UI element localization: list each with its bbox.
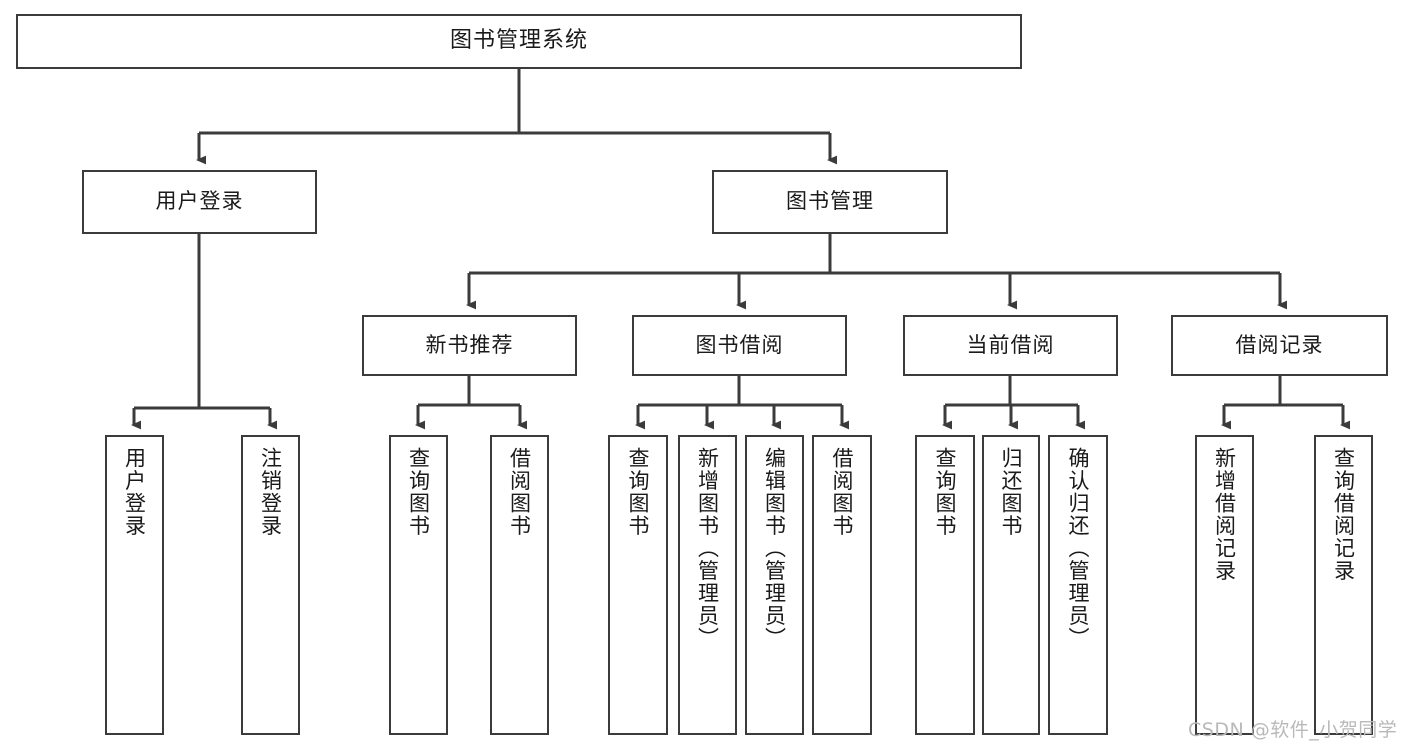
node-label: 图书管理系统: [449, 28, 588, 54]
leaf-book-borrow-add[interactable]: 新增图书（管理员）: [678, 435, 737, 735]
node-label: 借阅记录: [1235, 332, 1324, 357]
node-user-login[interactable]: 用户登录: [82, 170, 317, 234]
node-label: 图书借阅: [695, 332, 784, 357]
node-label: 当前借阅: [966, 332, 1055, 357]
leaf-label: 用户登录: [122, 447, 147, 537]
leaf-label: 新增借阅记录: [1212, 447, 1237, 582]
leaf-current-borrow-query[interactable]: 查询图书: [915, 435, 975, 735]
leaf-current-borrow-confirm[interactable]: 确认归还（管理员）: [1048, 435, 1108, 735]
watermark-csdn: CSDN @软件_小贺同学: [1188, 719, 1398, 741]
node-label: 新书推荐: [425, 332, 514, 357]
leaf-label: 归还图书: [999, 447, 1024, 537]
leaf-label: 确认归还（管理员）: [1066, 447, 1091, 650]
leaf-borrow-record-query[interactable]: 查询借阅记录: [1314, 435, 1373, 735]
leaf-label: 新增图书（管理员）: [695, 447, 720, 650]
leaf-borrow-record-add[interactable]: 新增借阅记录: [1195, 435, 1254, 735]
node-book-borrow[interactable]: 图书借阅: [632, 315, 847, 376]
node-book-management[interactable]: 图书管理: [712, 170, 948, 234]
node-new-book-recommend[interactable]: 新书推荐: [362, 315, 577, 376]
leaf-label: 查询图书: [933, 447, 958, 537]
leaf-label: 查询图书: [406, 447, 431, 537]
leaf-new-book-borrow[interactable]: 借阅图书: [490, 435, 549, 735]
leaf-label: 查询借阅记录: [1331, 447, 1356, 582]
leaf-new-book-query[interactable]: 查询图书: [389, 435, 448, 735]
leaf-current-borrow-return[interactable]: 归还图书: [982, 435, 1040, 735]
node-current-borrow[interactable]: 当前借阅: [903, 315, 1118, 376]
node-borrow-record[interactable]: 借阅记录: [1171, 315, 1388, 376]
leaf-label: 查询图书: [626, 447, 651, 537]
leaf-book-borrow-borrow[interactable]: 借阅图书: [812, 435, 872, 735]
leaf-user-login-login[interactable]: 用户登录: [105, 435, 164, 735]
leaf-user-login-logout[interactable]: 注销登录: [241, 435, 300, 735]
leaf-label: 借阅图书: [830, 447, 855, 537]
node-label: 用户登录: [155, 189, 244, 214]
node-root-system[interactable]: 图书管理系统: [16, 14, 1022, 69]
leaf-label: 编辑图书（管理员）: [762, 447, 787, 650]
leaf-book-borrow-query[interactable]: 查询图书: [608, 435, 668, 735]
leaf-book-borrow-edit[interactable]: 编辑图书（管理员）: [745, 435, 804, 735]
leaf-label: 借阅图书: [507, 447, 532, 537]
leaf-label: 注销登录: [258, 447, 283, 537]
node-label: 图书管理: [786, 189, 874, 214]
